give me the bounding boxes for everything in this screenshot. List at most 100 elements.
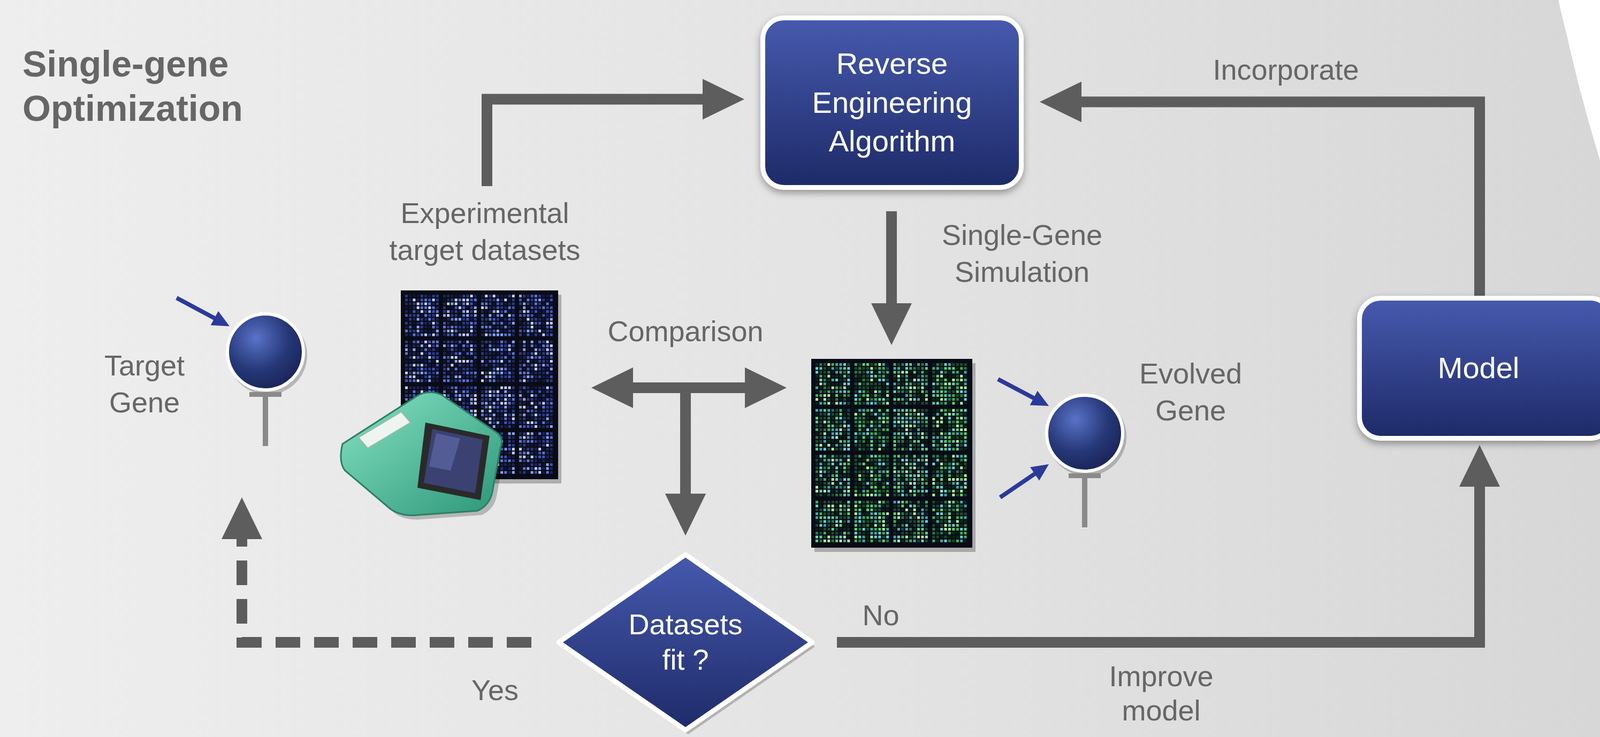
microarray-spot — [815, 470, 819, 474]
microarray-spot — [847, 363, 850, 367]
microarray-spot — [522, 352, 526, 356]
microarray-spot — [484, 371, 488, 375]
microarray-spot — [550, 306, 553, 310]
microarray-spot — [550, 363, 553, 367]
microarray-spot — [416, 306, 420, 310]
microarray-spot — [454, 318, 458, 322]
microarray-spot — [481, 379, 484, 383]
microarray-spot — [542, 352, 545, 356]
microarray-spot — [526, 352, 530, 356]
microarray-spot — [508, 322, 512, 325]
microarray-spot — [519, 344, 522, 348]
microarray-spot — [474, 402, 477, 406]
microarray-spot — [470, 386, 474, 390]
microarray-spot — [823, 474, 827, 478]
microarray-spot — [847, 455, 850, 459]
microarray-spot — [819, 539, 822, 543]
microarray-spot — [546, 421, 550, 425]
microarray-spot — [484, 360, 488, 363]
microarray-spot — [823, 508, 827, 512]
microarray-spot — [408, 363, 412, 367]
microarray-spot — [446, 329, 450, 333]
microarray-spot — [436, 375, 439, 379]
microarray-spot — [519, 356, 522, 360]
microarray-spot — [450, 379, 454, 383]
microarray-spot — [835, 386, 838, 390]
microarray-spot — [823, 421, 827, 424]
microarray-spot — [474, 371, 477, 375]
microarray-spot — [534, 432, 538, 436]
microarray-spot — [550, 356, 553, 360]
microarray-spot — [550, 371, 553, 375]
microarray-spot — [504, 368, 507, 371]
microarray-spot — [823, 440, 827, 444]
microarray-spot — [454, 314, 458, 317]
microarray-spot — [530, 322, 534, 325]
microarray-spot — [526, 471, 530, 475]
microarray-spot — [823, 500, 827, 504]
microarray-spot — [519, 314, 522, 317]
microarray-spot — [424, 368, 428, 371]
microarray-spot — [815, 409, 819, 413]
microarray-spot — [819, 402, 822, 406]
microarray-spot — [847, 386, 850, 390]
microarray-spot — [454, 325, 458, 329]
microarray-spot — [424, 360, 428, 363]
microarray-spot — [496, 294, 500, 298]
microarray-spot — [488, 371, 492, 375]
microarray-spot — [408, 375, 412, 379]
microarray-spot — [815, 371, 819, 375]
microarray-spot — [450, 390, 454, 394]
microarray-spot — [839, 440, 843, 444]
microarray-spot — [428, 360, 431, 363]
microarray-spot — [474, 368, 477, 371]
microarray-spot — [843, 394, 847, 398]
microarray-spot — [522, 409, 526, 413]
microarray-spot — [819, 432, 822, 436]
microarray-spot — [416, 363, 420, 367]
microarray-spot — [847, 413, 850, 416]
microarray-spot — [436, 379, 439, 383]
microarray-spot — [408, 360, 412, 363]
microarray-spot — [538, 444, 542, 447]
microarray-spot — [538, 298, 542, 302]
microarray-spot — [512, 310, 515, 314]
microarray-spot — [530, 375, 534, 379]
microarray-spot — [500, 371, 504, 375]
microarray-spot — [542, 344, 545, 348]
microarray-spot — [424, 318, 428, 322]
microarray-spot — [519, 398, 522, 401]
microarray-spot — [466, 310, 469, 314]
microarray-spot — [424, 386, 428, 390]
microarray-spot — [827, 436, 830, 440]
microarray-spot — [839, 490, 843, 493]
microarray-spot — [819, 394, 822, 398]
microarray-spot — [474, 294, 477, 298]
microarray-spot — [835, 413, 838, 416]
microarray-spot — [454, 333, 458, 337]
microarray-spot — [512, 447, 515, 451]
microarray-spot — [831, 390, 835, 394]
microarray-spot — [843, 413, 847, 416]
microarray-spot — [847, 416, 850, 420]
microarray-spot — [504, 306, 507, 310]
microarray-spot — [500, 318, 504, 322]
microarray-spot — [428, 294, 431, 298]
microarray-spot — [458, 386, 462, 390]
microarray-spot — [470, 333, 474, 337]
microarray-spot — [835, 447, 838, 451]
microarray-spot — [538, 318, 542, 322]
microarray-spot — [522, 294, 526, 298]
input-arrow-line — [176, 298, 217, 320]
microarray-spot — [428, 363, 431, 367]
microarray-spot — [412, 322, 416, 325]
microarray-spot — [512, 409, 515, 413]
microarray-spot — [815, 490, 819, 493]
microarray-spot — [815, 378, 819, 382]
microarray-spot — [436, 368, 439, 371]
microarray-spot — [534, 322, 538, 325]
microarray-spot — [488, 386, 492, 390]
microarray-spot — [508, 371, 512, 375]
page-curl — [1558, 0, 1600, 161]
microarray-spot — [519, 348, 522, 352]
